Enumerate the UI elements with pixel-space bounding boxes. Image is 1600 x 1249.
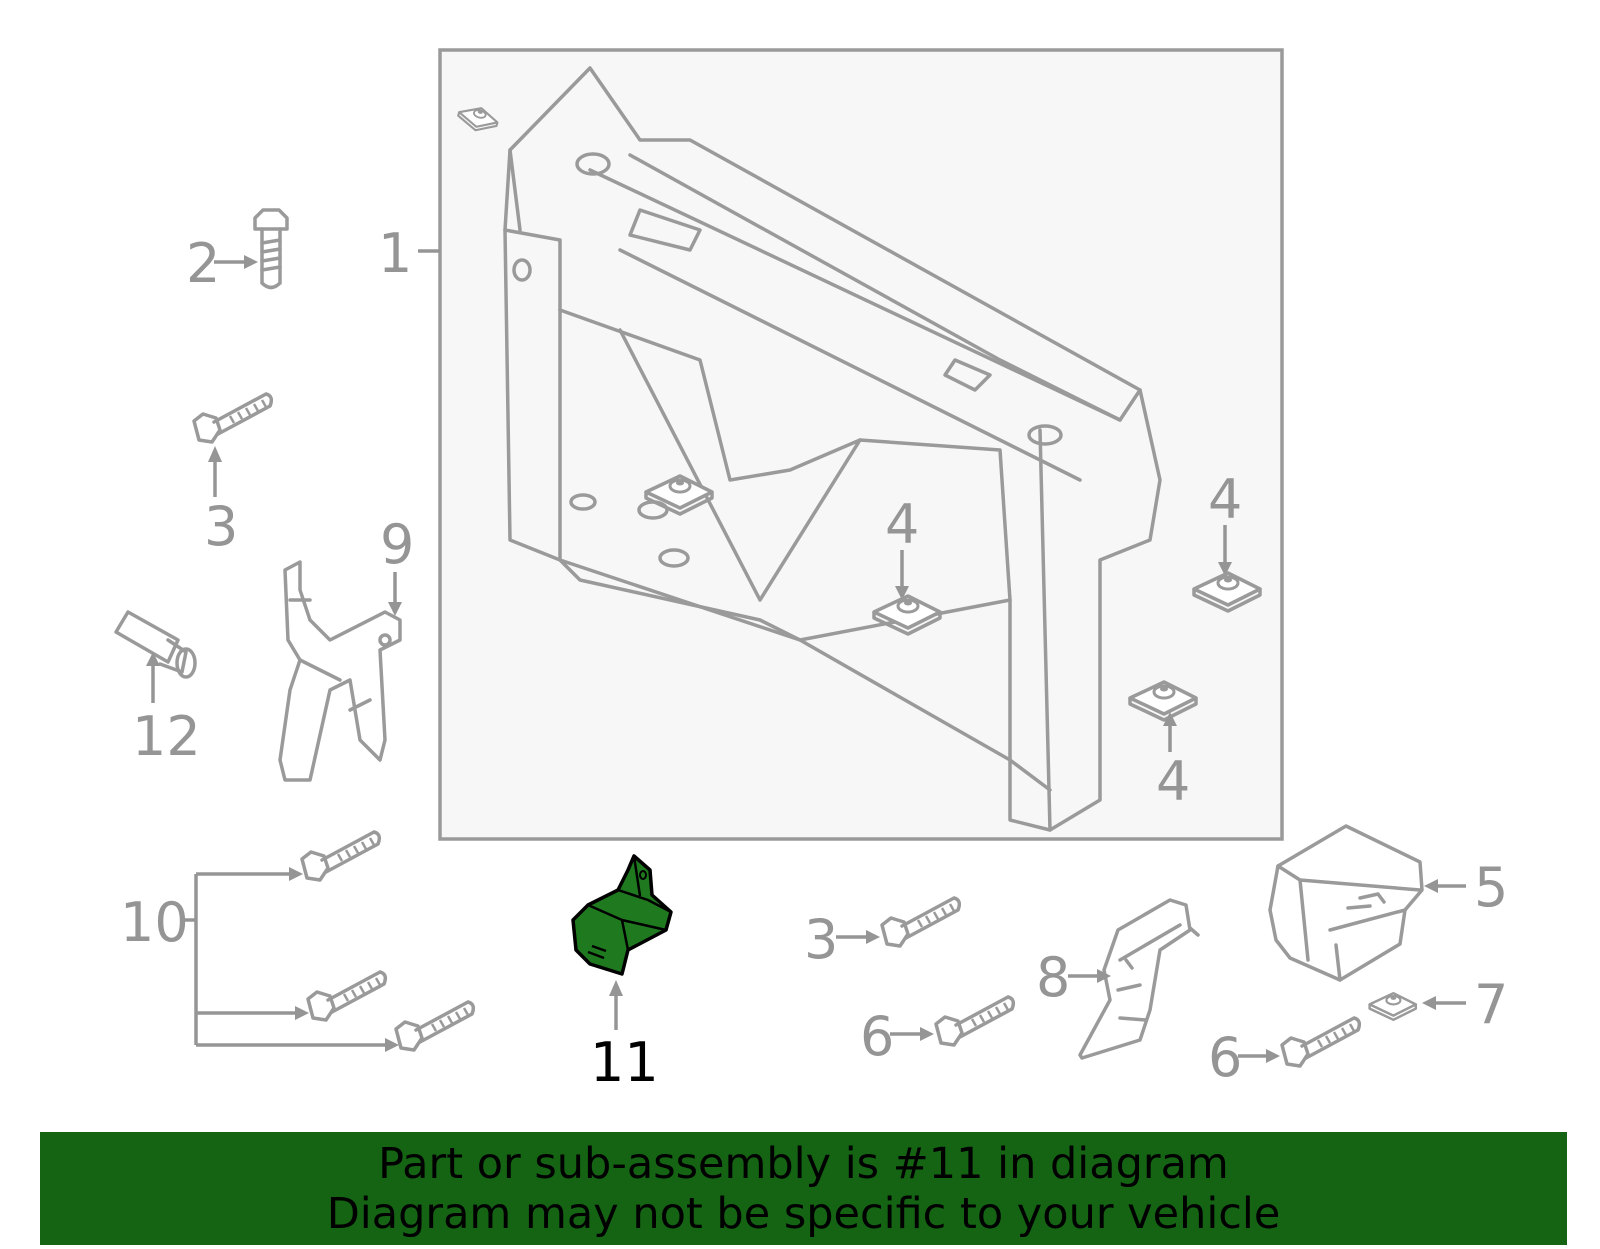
part-5-cover	[1268, 824, 1424, 982]
arrow-3-right	[866, 930, 880, 944]
callout-11: 11	[590, 1031, 659, 1094]
callout-8: 8	[1036, 946, 1070, 1009]
part-10-bolt-bottom	[394, 1000, 476, 1052]
callout-5: 5	[1474, 856, 1508, 919]
part-6-bolt-left	[934, 995, 1016, 1047]
arrow-8	[1097, 969, 1111, 983]
callout-3-left: 3	[204, 495, 238, 558]
callout-9: 9	[380, 513, 414, 576]
callout-4-lower: 4	[1156, 750, 1190, 813]
banner-line-disclaimer: Diagram may not be specific to your vehi…	[326, 1188, 1281, 1239]
arrow-5	[1424, 879, 1438, 893]
part-6-bolt-right	[1280, 1016, 1362, 1068]
arrow-10-bottom	[385, 1038, 399, 1052]
arrow-4-right	[1218, 562, 1232, 576]
banner-line-part-number: Part or sub-assembly is #11 in diagram	[378, 1138, 1229, 1189]
arrow-12	[146, 652, 160, 666]
arrow-10-middle	[295, 1006, 309, 1020]
arrow-6-right	[1266, 1049, 1280, 1063]
callout-6-right: 6	[1208, 1026, 1242, 1089]
arrow-6-left	[920, 1027, 934, 1041]
callout-4-right: 4	[1208, 468, 1242, 531]
part-10-bolt-top	[300, 830, 382, 882]
arrow-3-left	[208, 446, 222, 462]
arrow-4-middle	[895, 586, 909, 600]
arrow-9	[388, 602, 402, 616]
radiator-support-group	[438, 48, 1284, 841]
assembly-frame	[438, 48, 1284, 841]
arrow-2	[244, 255, 258, 269]
part-3-bolt-right	[880, 896, 962, 948]
callout-12: 12	[132, 705, 201, 768]
callout-3-right: 3	[804, 908, 838, 971]
leader-10-bracket	[182, 872, 386, 1047]
part-2-bolt	[253, 208, 289, 290]
info-banner: Part or sub-assembly is #11 in diagram D…	[40, 1132, 1567, 1245]
arrow-7	[1422, 996, 1436, 1010]
part-11-bracket-highlighted	[571, 854, 673, 976]
callout-6-left: 6	[860, 1005, 894, 1068]
radiator-support-outline	[503, 66, 1162, 832]
arrow-11	[609, 980, 623, 996]
callout-4-middle: 4	[885, 493, 919, 556]
part-10-bolt-middle	[306, 970, 388, 1022]
callout-10: 10	[120, 891, 189, 954]
arrow-10-top	[289, 867, 303, 881]
callout-7: 7	[1474, 973, 1508, 1036]
part-7-clip	[1368, 991, 1418, 1022]
arrow-4-lower	[1163, 712, 1177, 726]
part-3-bolt	[192, 392, 274, 444]
part-12-sensor	[114, 610, 197, 679]
callout-1: 1	[378, 222, 412, 285]
part-9-bracket	[278, 560, 402, 782]
